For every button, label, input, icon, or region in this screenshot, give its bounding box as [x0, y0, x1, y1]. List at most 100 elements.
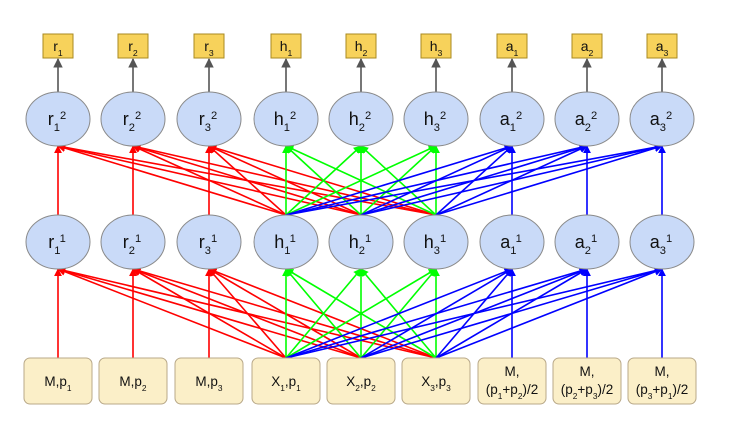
layer1-node-label-part: 1 [666, 233, 672, 245]
layer2-node-label-part: 3 [660, 122, 666, 134]
output-box-r1: r1 [42, 33, 74, 59]
layer1-node-label: h11 [274, 232, 296, 257]
edge-input-4-to-layer1-3 [208, 268, 287, 359]
layer1-node-h1: h11 [253, 214, 319, 270]
layer1-node-label-part: 1 [510, 245, 516, 257]
layer2-node-label: h22 [349, 109, 371, 134]
input-label-line-1-part: ,p [360, 374, 371, 389]
input-label-line-1: M,p1 [44, 374, 72, 393]
layer1-node-label: h31 [424, 232, 446, 257]
layer1-node-label-part: r [123, 232, 129, 252]
layer2-node-shape [100, 91, 166, 147]
input-label-line-2-part: 2 [518, 391, 523, 401]
edge-layer1-4-to-layer2-7 [285, 144, 513, 216]
layer1-node-a1: a11 [479, 214, 545, 270]
input-label-line-2: (p2+p3)/2 [561, 382, 614, 401]
layer2-node-r1: r12 [25, 91, 91, 147]
output-label-part: 2 [133, 48, 138, 58]
edge-input-5-to-layer1-3 [208, 268, 362, 359]
layer1-node-shape [479, 214, 545, 270]
layer1-node-label-part: h [274, 232, 284, 252]
edge-layer1-6-to-layer2-9 [435, 144, 663, 216]
edge-input-4-to-layer1-2 [132, 268, 287, 359]
layer1-node-label-part: 1 [591, 233, 597, 245]
layer1-node-shape [403, 214, 469, 270]
layer2-node-label-part: 2 [290, 110, 296, 122]
layer2-node-a1: a12 [479, 91, 545, 147]
layer2-node-label-part: 1 [284, 122, 290, 134]
layer2-node-label-part: 2 [211, 110, 217, 122]
input-label-line-1: M, [505, 364, 520, 379]
input-box-4: X1,p1 [251, 357, 321, 405]
input-box-2: M,p2 [98, 357, 168, 405]
output-label-part: 2 [588, 48, 593, 58]
layer2-node-label: r12 [48, 109, 66, 134]
output-label: a1 [506, 38, 519, 58]
layer1-node-label: r31 [199, 232, 217, 257]
layer1-node-label: r21 [123, 232, 141, 257]
layer1-node-shape [176, 214, 242, 270]
layer1-node-label: a11 [500, 232, 522, 257]
output-label-part: r [204, 38, 209, 54]
edge-layer1-4-to-layer2-3 [208, 145, 287, 216]
edge-input-4-to-layer1-7 [285, 267, 513, 359]
input-label-line-1-part: 3 [218, 383, 223, 393]
output-label-part: r [128, 38, 133, 54]
layer2-node-shape [629, 91, 695, 147]
input-label-line-1-part: 1 [280, 383, 285, 393]
output-label: h3 [430, 38, 443, 58]
input-box-shape [627, 357, 697, 405]
input-label-line-1-part: ,p [285, 374, 296, 389]
layer1-node-shape [253, 214, 319, 270]
edge-input-4-to-layer1-8 [285, 267, 588, 359]
output-label-part: 3 [663, 48, 668, 58]
layer1-node-r1: r11 [25, 214, 91, 270]
output-box-h3: h3 [420, 33, 452, 59]
layer2-node-label-part: 1 [54, 122, 60, 134]
layer2-node-label-part: 2 [516, 110, 522, 122]
layer2-node-label-part: a [650, 109, 661, 129]
layer2-node-label: a22 [575, 109, 597, 134]
input-label-line-1: X2,p2 [346, 374, 376, 393]
output-box-shape [420, 33, 452, 59]
input-label-line-1-part: X [346, 374, 355, 389]
output-box-shape [646, 33, 678, 59]
output-label: r3 [204, 38, 214, 58]
layer2-node-label-part: 3 [205, 122, 211, 134]
layer1-node-label: r11 [48, 232, 66, 257]
layer2-node-a2: a22 [554, 91, 620, 147]
layer2-node-h2: h22 [328, 91, 394, 147]
layer2-node-label-part: 2 [60, 110, 66, 122]
layer2-node-shape [176, 91, 242, 147]
input-label-line-2-part: +p [577, 382, 592, 397]
layer2-node-label-part: a [500, 109, 511, 129]
input-box-1: M,p1 [23, 357, 93, 405]
layer1-node-label-part: 2 [129, 245, 135, 257]
input-label-line-1-part: M, [580, 364, 595, 379]
layer1-node-label-part: 1 [440, 233, 446, 245]
input-label-line-2-part: 1 [498, 391, 503, 401]
layer2-node-label-part: 2 [129, 122, 135, 134]
output-box-shape [496, 33, 528, 59]
layer1-node-h2: h21 [328, 214, 394, 270]
input-box-shape [174, 357, 244, 405]
input-label-line-1-part: ,p [435, 374, 446, 389]
layer1-node-label: a31 [650, 232, 672, 257]
layer1-node-label-part: 1 [365, 233, 371, 245]
layer2-node-h1: h12 [253, 91, 319, 147]
output-label-part: 2 [362, 48, 367, 58]
input-label-line-1-part: 2 [142, 383, 147, 393]
layer1-node-label-part: h [349, 232, 359, 252]
layer1-node-a3: a31 [629, 214, 695, 270]
input-label-line-1-part: X [271, 374, 280, 389]
layer1-node-label-part: 1 [54, 245, 60, 257]
output-box-a3: a3 [646, 33, 678, 59]
layer2-node-label-part: r [199, 109, 205, 129]
input-label-line-1-part: M, [505, 364, 520, 379]
output-label-part: 1 [287, 48, 292, 58]
output-box-shape [270, 33, 302, 59]
layer2-node-shape [253, 91, 319, 147]
input-box-5: X2,p2 [326, 357, 396, 405]
layer1-node-label-part: 2 [359, 245, 365, 257]
layer2-node-label-part: 2 [365, 110, 371, 122]
